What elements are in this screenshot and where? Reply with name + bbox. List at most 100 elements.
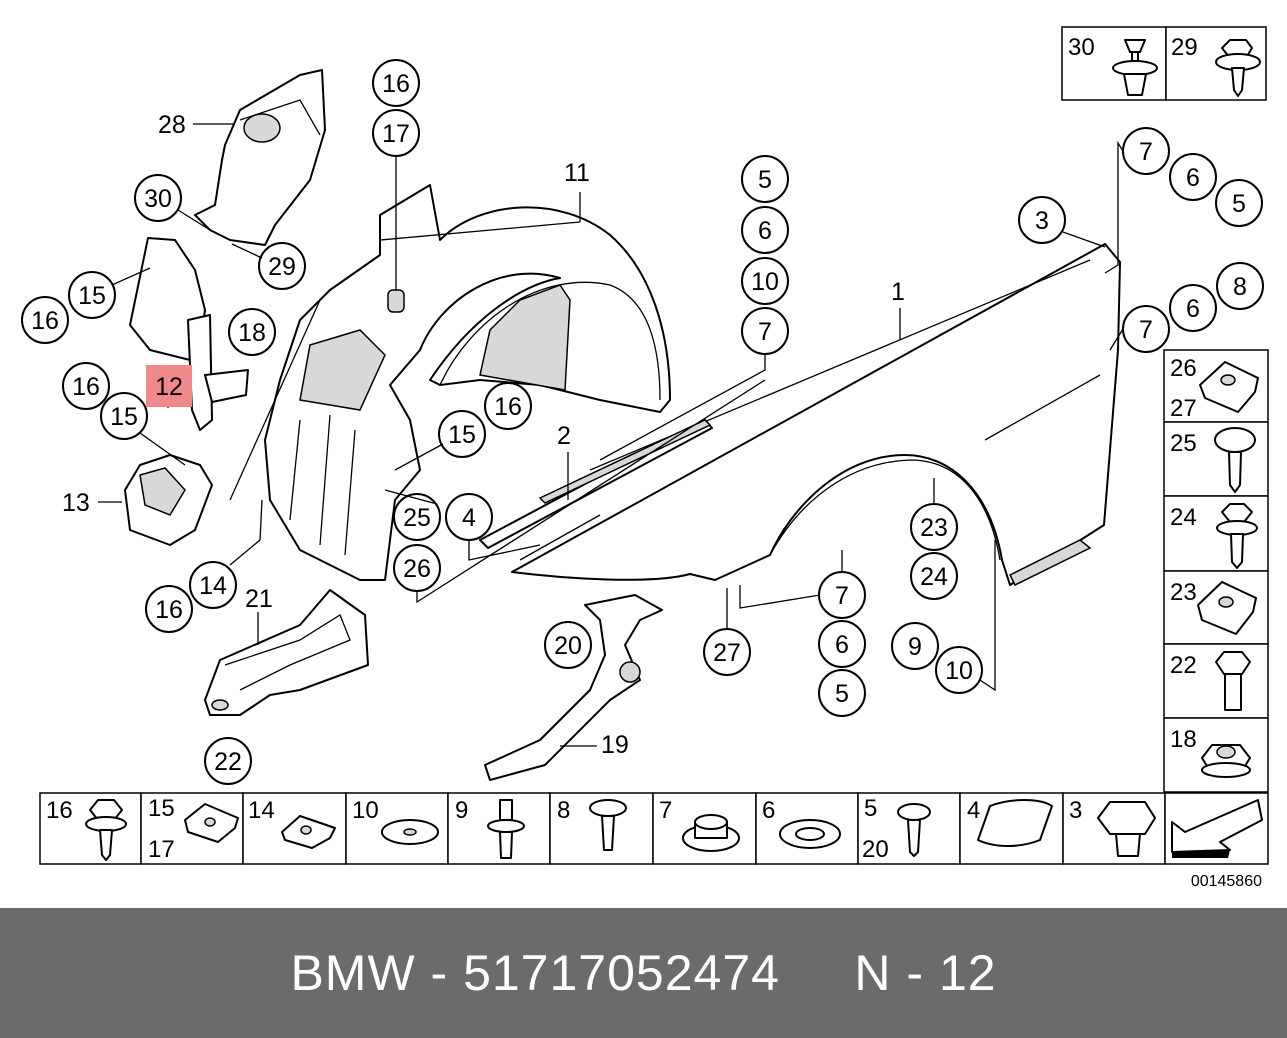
svg-text:6: 6 xyxy=(1186,295,1200,323)
svg-text:5: 5 xyxy=(1232,190,1246,218)
svg-text:5: 5 xyxy=(864,795,877,822)
wheel-arch-liner xyxy=(264,184,671,581)
callout-4: 4 xyxy=(445,493,493,541)
svg-text:20: 20 xyxy=(862,836,889,863)
svg-text:23: 23 xyxy=(920,514,948,542)
svg-text:17: 17 xyxy=(382,120,410,148)
svg-text:16: 16 xyxy=(46,797,73,824)
callout-7-c: 7 xyxy=(1122,305,1170,353)
svg-text:27: 27 xyxy=(713,639,741,667)
washer-10-icon xyxy=(381,819,439,845)
svg-text:22: 22 xyxy=(1170,652,1197,679)
svg-text:4: 4 xyxy=(967,797,980,824)
clip-14-icon xyxy=(281,815,336,849)
svg-text:16: 16 xyxy=(155,596,183,624)
callout-8: 8 xyxy=(1216,262,1264,310)
label-19: 19 xyxy=(601,731,629,759)
svg-text:7: 7 xyxy=(758,318,772,346)
callout-7-a: 7 xyxy=(741,307,789,355)
clip-15-icon xyxy=(184,803,239,843)
callout-16-b: 16 xyxy=(21,296,69,344)
svg-text:7: 7 xyxy=(659,797,672,824)
svg-text:23: 23 xyxy=(1170,579,1197,606)
svg-text:29: 29 xyxy=(268,253,296,281)
callout-9: 9 xyxy=(891,622,939,670)
washer-6-icon xyxy=(779,819,841,849)
svg-text:24: 24 xyxy=(920,563,948,591)
svg-text:26: 26 xyxy=(1170,355,1197,382)
callout-29: 29 xyxy=(258,242,306,290)
screw-25-icon xyxy=(1214,427,1256,493)
svg-text:12: 12 xyxy=(155,373,183,401)
svg-text:14: 14 xyxy=(248,797,275,824)
svg-text:24: 24 xyxy=(1170,504,1197,531)
diagram-code: 00145860 xyxy=(1191,873,1262,890)
callout-7-b: 7 xyxy=(1122,127,1170,175)
callout-16-c: 16 xyxy=(62,362,110,410)
callout-7-d: 7 xyxy=(818,571,866,619)
svg-text:10: 10 xyxy=(352,797,379,824)
svg-text:15: 15 xyxy=(110,403,138,431)
svg-text:15: 15 xyxy=(448,421,476,449)
svg-text:29: 29 xyxy=(1171,34,1198,61)
direction-arrow-icon xyxy=(1171,799,1263,858)
nut-3-icon xyxy=(1097,801,1156,857)
svg-text:10: 10 xyxy=(945,657,973,685)
leader-lines xyxy=(98,123,1124,747)
callout-22: 22 xyxy=(204,737,252,785)
svg-text:15: 15 xyxy=(148,795,175,822)
stud-9-icon xyxy=(487,799,525,859)
svg-text:30: 30 xyxy=(144,185,172,213)
label-13: 13 xyxy=(62,489,90,517)
screw-16-icon xyxy=(85,799,127,861)
callout-6-a: 6 xyxy=(741,206,789,254)
label-2: 2 xyxy=(557,422,571,450)
label-21: 21 xyxy=(245,585,273,613)
label-1: 1 xyxy=(891,278,905,306)
clip-nut-26-icon xyxy=(1199,361,1259,413)
callout-20: 20 xyxy=(544,621,592,669)
svg-text:9: 9 xyxy=(455,797,468,824)
svg-text:8: 8 xyxy=(557,797,570,824)
svg-text:5: 5 xyxy=(758,166,772,194)
callout-24: 24 xyxy=(910,552,958,600)
callout-25: 25 xyxy=(393,493,441,541)
callout-10-b: 10 xyxy=(935,646,983,694)
label-11: 11 xyxy=(564,159,590,187)
clip-nut-23-icon xyxy=(1197,581,1257,635)
grommet-7-icon xyxy=(682,814,740,852)
svg-text:16: 16 xyxy=(382,70,410,98)
bracket-28 xyxy=(194,69,326,246)
svg-text:26: 26 xyxy=(403,555,431,583)
callout-6-c: 6 xyxy=(1169,284,1217,332)
svg-text:4: 4 xyxy=(462,504,476,532)
callout-16-d: 16 xyxy=(145,585,193,633)
svg-text:16: 16 xyxy=(31,307,59,335)
callout-18: 18 xyxy=(228,308,276,356)
svg-text:6: 6 xyxy=(1186,164,1200,192)
callout-16-a: 16 xyxy=(372,59,420,107)
support-19 xyxy=(484,594,663,781)
parts-diagram: 16 17 30 29 15 16 18 16 15 14 16 22 16 1… xyxy=(21,26,1269,890)
screw-8-icon xyxy=(589,799,627,851)
callout-12-highlighted: 12 xyxy=(146,365,192,407)
svg-text:9: 9 xyxy=(908,633,922,661)
callout-30: 30 xyxy=(134,174,182,222)
svg-text:16: 16 xyxy=(494,393,522,421)
callout-26: 26 xyxy=(393,544,441,592)
svg-text:6: 6 xyxy=(835,631,849,659)
bolt-22-icon xyxy=(1215,651,1251,711)
svg-text:7: 7 xyxy=(1139,138,1153,166)
splash-cup-13 xyxy=(124,454,213,546)
svg-text:22: 22 xyxy=(214,748,242,776)
svg-text:30: 30 xyxy=(1068,34,1095,61)
part-number-caption: BMW - 51717052474 N - 12 xyxy=(290,945,997,1001)
side-hardware-boxes: 30 29 26 27 25 24 xyxy=(1061,26,1269,793)
screw-24-icon xyxy=(1216,503,1258,569)
callout-10-a: 10 xyxy=(741,257,789,305)
svg-text:5: 5 xyxy=(835,680,849,708)
svg-text:10: 10 xyxy=(751,268,779,296)
svg-text:25: 25 xyxy=(1170,430,1197,457)
callout-3: 3 xyxy=(1018,196,1066,244)
bottom-hardware-row: 16 15 17 14 10 9 8 7 6 5 20 4 3 xyxy=(39,792,1269,865)
